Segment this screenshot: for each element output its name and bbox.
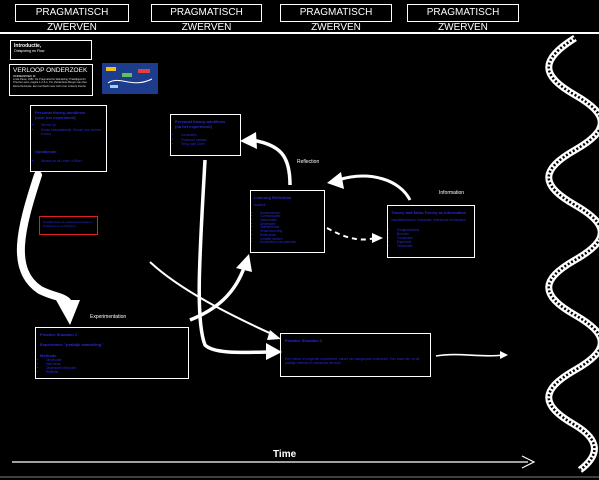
arrow-outgoing-head	[500, 351, 508, 359]
header-tab-1[interactable]: PRAGMATISCH ZWERVEN	[15, 4, 129, 33]
practice-situation-card-2[interactable]: Practice Situation 2 Een nieuw of volgen…	[280, 333, 431, 377]
arrow-to-practice2-head	[266, 343, 282, 360]
personal-theory-card-1[interactable]: Personal theory-mindlines (over het expe…	[30, 105, 107, 172]
practice1-section: Methode	[40, 353, 57, 358]
header-tab-3[interactable]: PRAGMATISCH ZWERVEN	[280, 4, 392, 33]
arrow-reflection	[251, 138, 292, 186]
theory-information-card[interactable]: Theory and Meta-Theory as information In…	[387, 205, 475, 258]
personal2-item: Terug naar Doen	[181, 142, 236, 147]
theory-item: Cooperatie	[397, 236, 471, 240]
information-label: Information	[439, 190, 465, 196]
practice1-subtitle: Experiment: "praktijk wandeling"	[40, 342, 103, 347]
time-label: Time	[273, 449, 297, 460]
practice2-text: Een nieuw of volgende experiment, vanuit…	[285, 357, 420, 366]
personal2-item: Conclusies	[181, 133, 236, 138]
learning-item: Verantwoording	[260, 229, 321, 234]
learning-item: Communicatie	[260, 215, 321, 219]
theory-item: Eigenheid	[397, 240, 471, 244]
personal1-section: Opvallende	[35, 148, 57, 154]
personal1-section-item: Nieuwe on de Lezen of Moet	[41, 159, 102, 164]
learning-reflection-card[interactable]: Learning Reflection kwaliteit Samenwerke…	[250, 190, 325, 253]
time-axis-head	[521, 455, 536, 469]
arrow-to-learning-head	[236, 254, 252, 272]
practice1-title: Practice Situation 1	[40, 332, 78, 337]
wavy-line-inner	[547, 36, 599, 471]
verloop-card[interactable]: VERLOOP ONDERZOEK ONDERZOEK M Linda Pauw…	[9, 64, 93, 96]
wavy-line	[545, 35, 599, 473]
practice1-item: Interviews	[46, 362, 184, 366]
intro-subtitle: Ontsporing en Flow	[14, 49, 45, 53]
arrow-to-practice2	[197, 159, 273, 355]
learning-title: Learning Reflection	[254, 195, 292, 200]
learning-item: Teamverband	[260, 226, 321, 230]
arrow-information-head	[327, 172, 344, 189]
learning-subtitle: kwaliteit	[254, 203, 266, 207]
learning-item: Interpretatie	[260, 218, 321, 223]
theory-item: Observatie	[397, 244, 471, 248]
header-tab-2[interactable]: PRAGMATISCH ZWERVEN	[151, 4, 262, 33]
theory-subtitle: Inspiratiebronnen: informatie, reference…	[391, 218, 466, 222]
personal1-item: Set me op	[41, 123, 102, 128]
intro-title: Introductie,	[14, 43, 42, 49]
personal-theory-card-2[interactable]: Personal theory-mindlines (na het experi…	[170, 114, 241, 156]
arrow-dashed	[326, 227, 376, 241]
arrow-to-learning	[189, 264, 247, 322]
red-note-text: Ontdekt door de onderzoeksvraag en Guide…	[43, 220, 93, 228]
header-tab-4[interactable]: PRAGMATISCH ZWERVEN	[407, 4, 519, 33]
practice-situation-card-1[interactable]: Practice Situation 1 Experiment: "prakti…	[35, 327, 189, 379]
intro-card[interactable]: Introductie, Ontsporing en Flow	[10, 40, 92, 60]
practice1-item: Onderzoek bijhouden	[46, 366, 184, 370]
practice2-title: Practice Situation 2	[285, 338, 323, 343]
arrow-to-practice1-head	[56, 300, 80, 325]
arrow-dashed-head	[372, 233, 383, 243]
verloop-subtitle: ONDERZOEK M	[13, 74, 36, 78]
arrow-outgoing	[435, 353, 504, 357]
experimentation-label: Experimentation	[90, 314, 127, 320]
verloop-text: Linda Pauw, 1982. De Pragmatische Wandel…	[13, 78, 87, 88]
learning-item: Observatie	[260, 222, 321, 227]
red-note-box[interactable]: Ontdekt door de onderzoeksvraag en Guide…	[39, 216, 98, 235]
theory-title: Theory and Meta-Theory as information	[391, 210, 467, 215]
arrow-learning-to-practice2	[149, 261, 275, 336]
personal2-title: Personal theory-mindlines	[175, 119, 226, 124]
theory-item: Doelgerichtheid	[397, 228, 471, 232]
personal1-subtitle: (over het experiment)	[35, 115, 76, 120]
learning-item: Doorbreken van patronen	[260, 241, 321, 245]
reflection-label: Reflection	[297, 159, 320, 165]
theory-item: Bronnen	[397, 232, 471, 236]
learning-item: Samenwerken	[260, 211, 321, 216]
personal2-item: Praat met mensen	[181, 138, 236, 143]
arrow-reflection-head	[240, 132, 257, 149]
learning-item: Reflecteren	[260, 233, 321, 238]
learning-item: Creatief denken	[260, 237, 321, 242]
arrow-information	[337, 174, 412, 201]
thumbnail-diagram	[106, 67, 153, 88]
arrow-to-practice1	[17, 171, 74, 316]
personal1-title: Personal theory-mindlines	[35, 110, 86, 115]
verloop-title: VERLOOP ONDERZOEK	[13, 67, 88, 74]
arrow-learning-to-practice2-head	[267, 330, 281, 340]
practice1-item: Reflectie	[46, 370, 184, 374]
practice1-item: Observatie	[46, 358, 184, 362]
thumbnail-image[interactable]	[102, 63, 158, 94]
personal1-item: Eerste kerkplaatselijk: Gevoel voor kenn…	[41, 128, 102, 137]
personal2-subtitle: (na het experiment)	[175, 124, 212, 129]
header-divider	[0, 32, 599, 34]
